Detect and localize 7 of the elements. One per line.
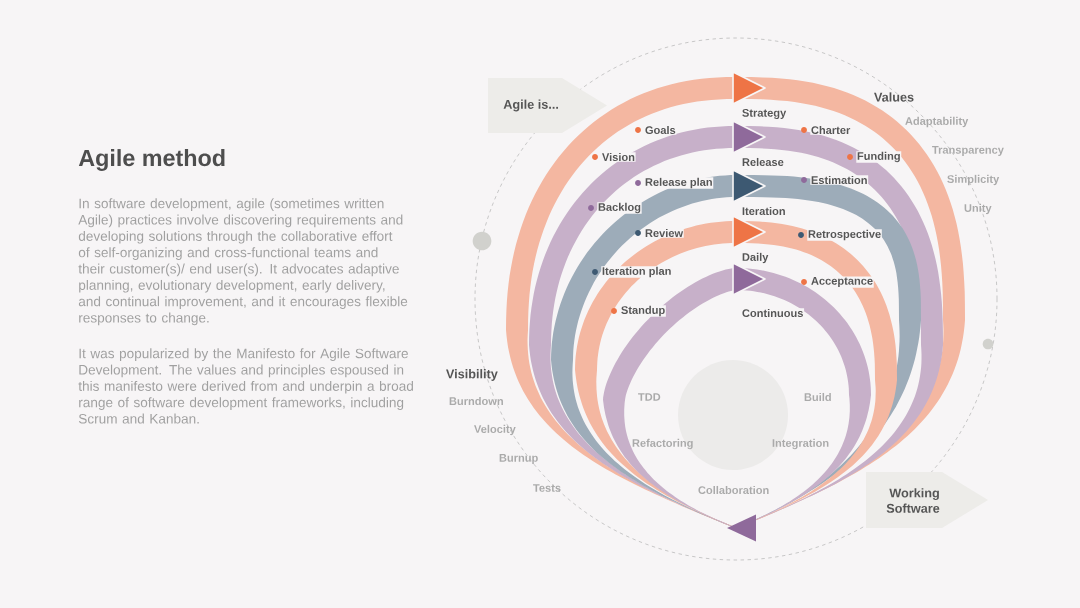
group-heading: Visibility: [446, 369, 498, 381]
list-item: Velocity: [474, 424, 516, 436]
paragraph: It was popularized by the Manifesto for Agile Software Development. The values and principles espoused in this manifesto were derived from and underpin a broad range of software development frameworks, including Scrum and Kanban.: [78, 348, 413, 424]
list-item: Burndown: [449, 396, 503, 406]
paragraph: In software development, agile (sometimes written Agile) practices involve discovering requirements and developing solutions through the collaborative effort of self-organizing and cross-functional teams and their customer(s)/ end user(s). It advocates adaptive planning, evolutionary development, early delivery, and continual improvement, and it encourages flexible responses to change.: [78, 198, 408, 326]
title: Agile method: [78, 149, 225, 171]
list-item: Unity: [964, 203, 992, 215]
